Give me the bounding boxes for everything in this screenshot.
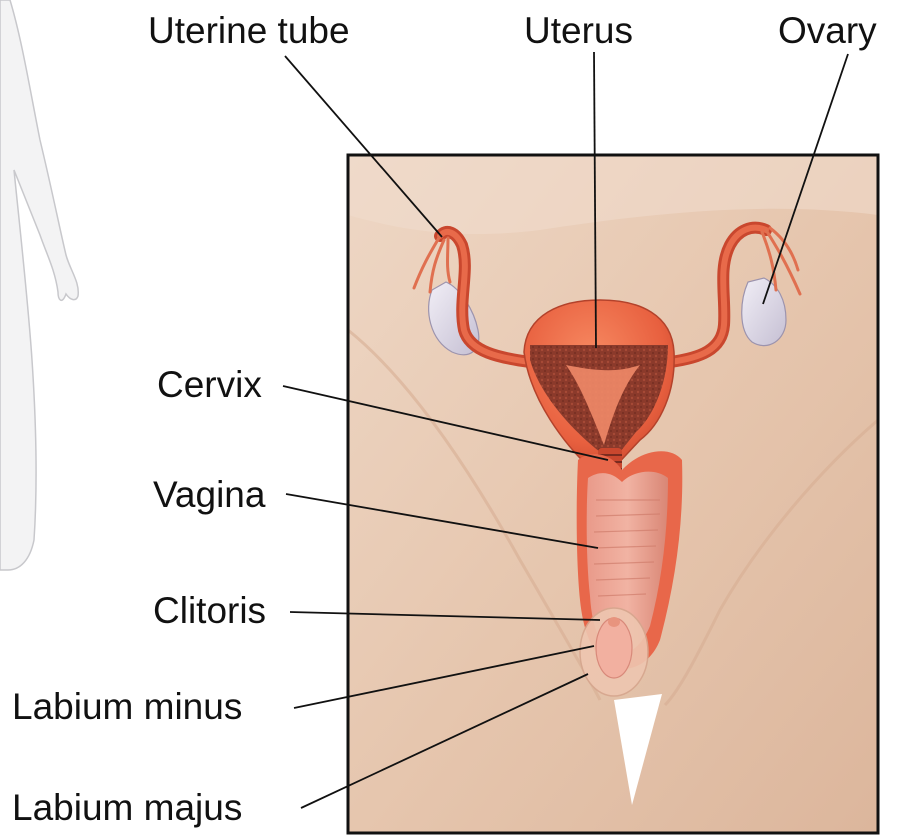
label-uterine-tube: Uterine tube — [148, 12, 350, 49]
label-uterus: Uterus — [524, 12, 633, 49]
label-clitoris: Clitoris — [153, 592, 266, 629]
label-ovary: Ovary — [778, 12, 877, 49]
label-cervix: Cervix — [157, 366, 262, 403]
label-vagina: Vagina — [153, 476, 265, 513]
label-labium-majus: Labium majus — [12, 789, 242, 826]
label-labium-minus: Labium minus — [12, 688, 242, 725]
external-genitalia — [580, 608, 648, 696]
body-silhouette — [0, 0, 78, 570]
